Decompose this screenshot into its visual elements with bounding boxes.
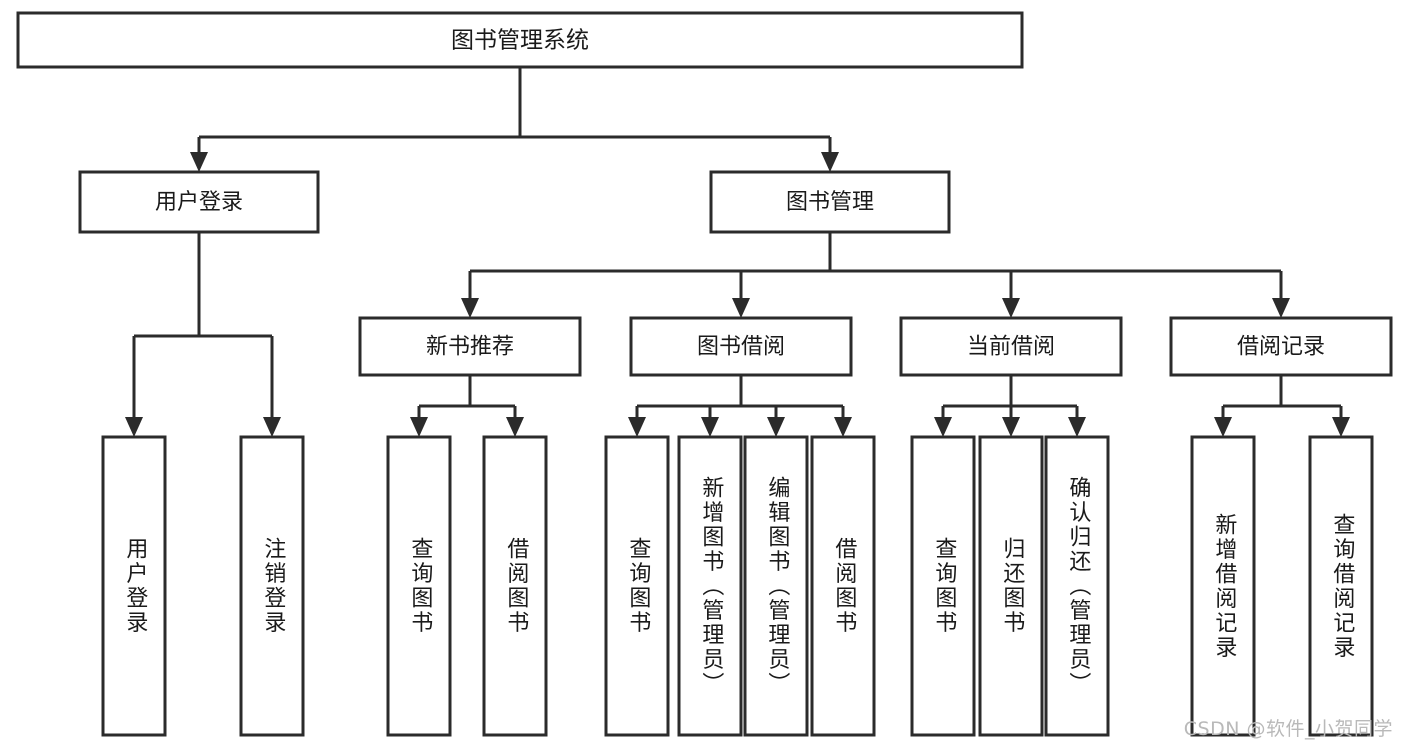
node-box — [978, 435, 1044, 737]
arrowhead — [1272, 298, 1290, 318]
edge-current-borrow-to-leaves — [934, 375, 1086, 437]
arrowhead — [767, 417, 785, 437]
arrowhead — [1002, 417, 1020, 437]
arrowhead — [732, 298, 750, 318]
node-new-book-rec[interactable]: 新书推荐 — [358, 316, 582, 377]
arrowhead — [1068, 417, 1086, 437]
node-box — [709, 170, 951, 234]
arrowhead — [263, 417, 281, 437]
node-box — [810, 435, 876, 737]
node-leaf-user-login[interactable] — [101, 435, 167, 737]
node-box — [604, 435, 670, 737]
node-box — [1308, 435, 1374, 737]
node-box — [910, 435, 976, 737]
node-leaf-query-book-2[interactable] — [604, 435, 670, 737]
node-borrow-record[interactable]: 借阅记录 — [1169, 316, 1393, 377]
node-box — [101, 435, 167, 737]
node-book-borrow[interactable]: 图书借阅 — [629, 316, 853, 377]
node-leaf-confirm-return[interactable] — [1044, 435, 1110, 737]
node-box — [1190, 435, 1256, 737]
arrowhead — [701, 417, 719, 437]
node-leaf-add-book[interactable] — [677, 435, 743, 737]
arrowhead — [1332, 417, 1350, 437]
node-box — [1044, 435, 1110, 737]
csdn-watermark: CSDN @软件_小贺同学 — [1183, 718, 1393, 740]
node-root[interactable]: 图书管理系统 — [16, 11, 1024, 69]
node-leaf-query-book-1[interactable] — [386, 435, 452, 737]
node-current-borrow[interactable]: 当前借阅 — [899, 316, 1123, 377]
node-label: 借阅记录 — [1237, 335, 1325, 360]
node-box — [16, 11, 1024, 69]
node-box — [677, 435, 743, 737]
arrowhead — [1002, 298, 1020, 318]
edge-book-borrow-to-leaves — [628, 375, 852, 437]
arrowhead — [628, 417, 646, 437]
arrowhead — [934, 417, 952, 437]
node-leaf-user-logout[interactable] — [239, 435, 305, 737]
arrowhead — [410, 417, 428, 437]
node-leaf-return-book[interactable] — [978, 435, 1044, 737]
node-label: 图书管理系统 — [451, 28, 589, 54]
node-box — [1169, 316, 1393, 377]
edge-borrow-record-to-leaves — [1214, 375, 1350, 437]
node-leaf-add-record[interactable] — [1190, 435, 1256, 737]
edge-new-book-rec-to-leaves — [410, 375, 524, 437]
node-leaf-borrow-book-1[interactable] — [482, 435, 548, 737]
edge-book-manage-to-level3 — [461, 232, 1290, 318]
node-box — [239, 435, 305, 737]
node-user-login[interactable]: 用户登录 — [78, 170, 320, 234]
node-box — [482, 435, 548, 737]
node-box — [358, 316, 582, 377]
node-box — [899, 316, 1123, 377]
node-label: 当前借阅 — [967, 335, 1055, 360]
node-box — [743, 435, 809, 737]
node-leaf-query-book-3[interactable] — [910, 435, 976, 737]
arrowhead — [821, 152, 839, 172]
node-box — [629, 316, 853, 377]
node-leaf-query-record[interactable] — [1308, 435, 1374, 737]
arrowhead — [461, 298, 479, 318]
arrowhead — [1214, 417, 1232, 437]
node-book-manage[interactable]: 图书管理 — [709, 170, 951, 234]
edge-layer — [125, 67, 1350, 437]
node-leaf-borrow-book-2[interactable] — [810, 435, 876, 737]
edge-root-to-level2 — [190, 67, 839, 172]
arrowhead — [834, 417, 852, 437]
node-box — [386, 435, 452, 737]
arrowhead — [190, 152, 208, 172]
node-label: 图书管理 — [786, 190, 874, 215]
arrowhead — [125, 417, 143, 437]
node-label: 新书推荐 — [426, 335, 514, 360]
node-leaf-edit-book[interactable] — [743, 435, 809, 737]
arrowhead — [506, 417, 524, 437]
node-label: 图书借阅 — [697, 335, 785, 360]
edge-user-login-to-leaves — [125, 232, 281, 437]
node-box — [78, 170, 320, 234]
node-label: 用户登录 — [155, 190, 243, 215]
